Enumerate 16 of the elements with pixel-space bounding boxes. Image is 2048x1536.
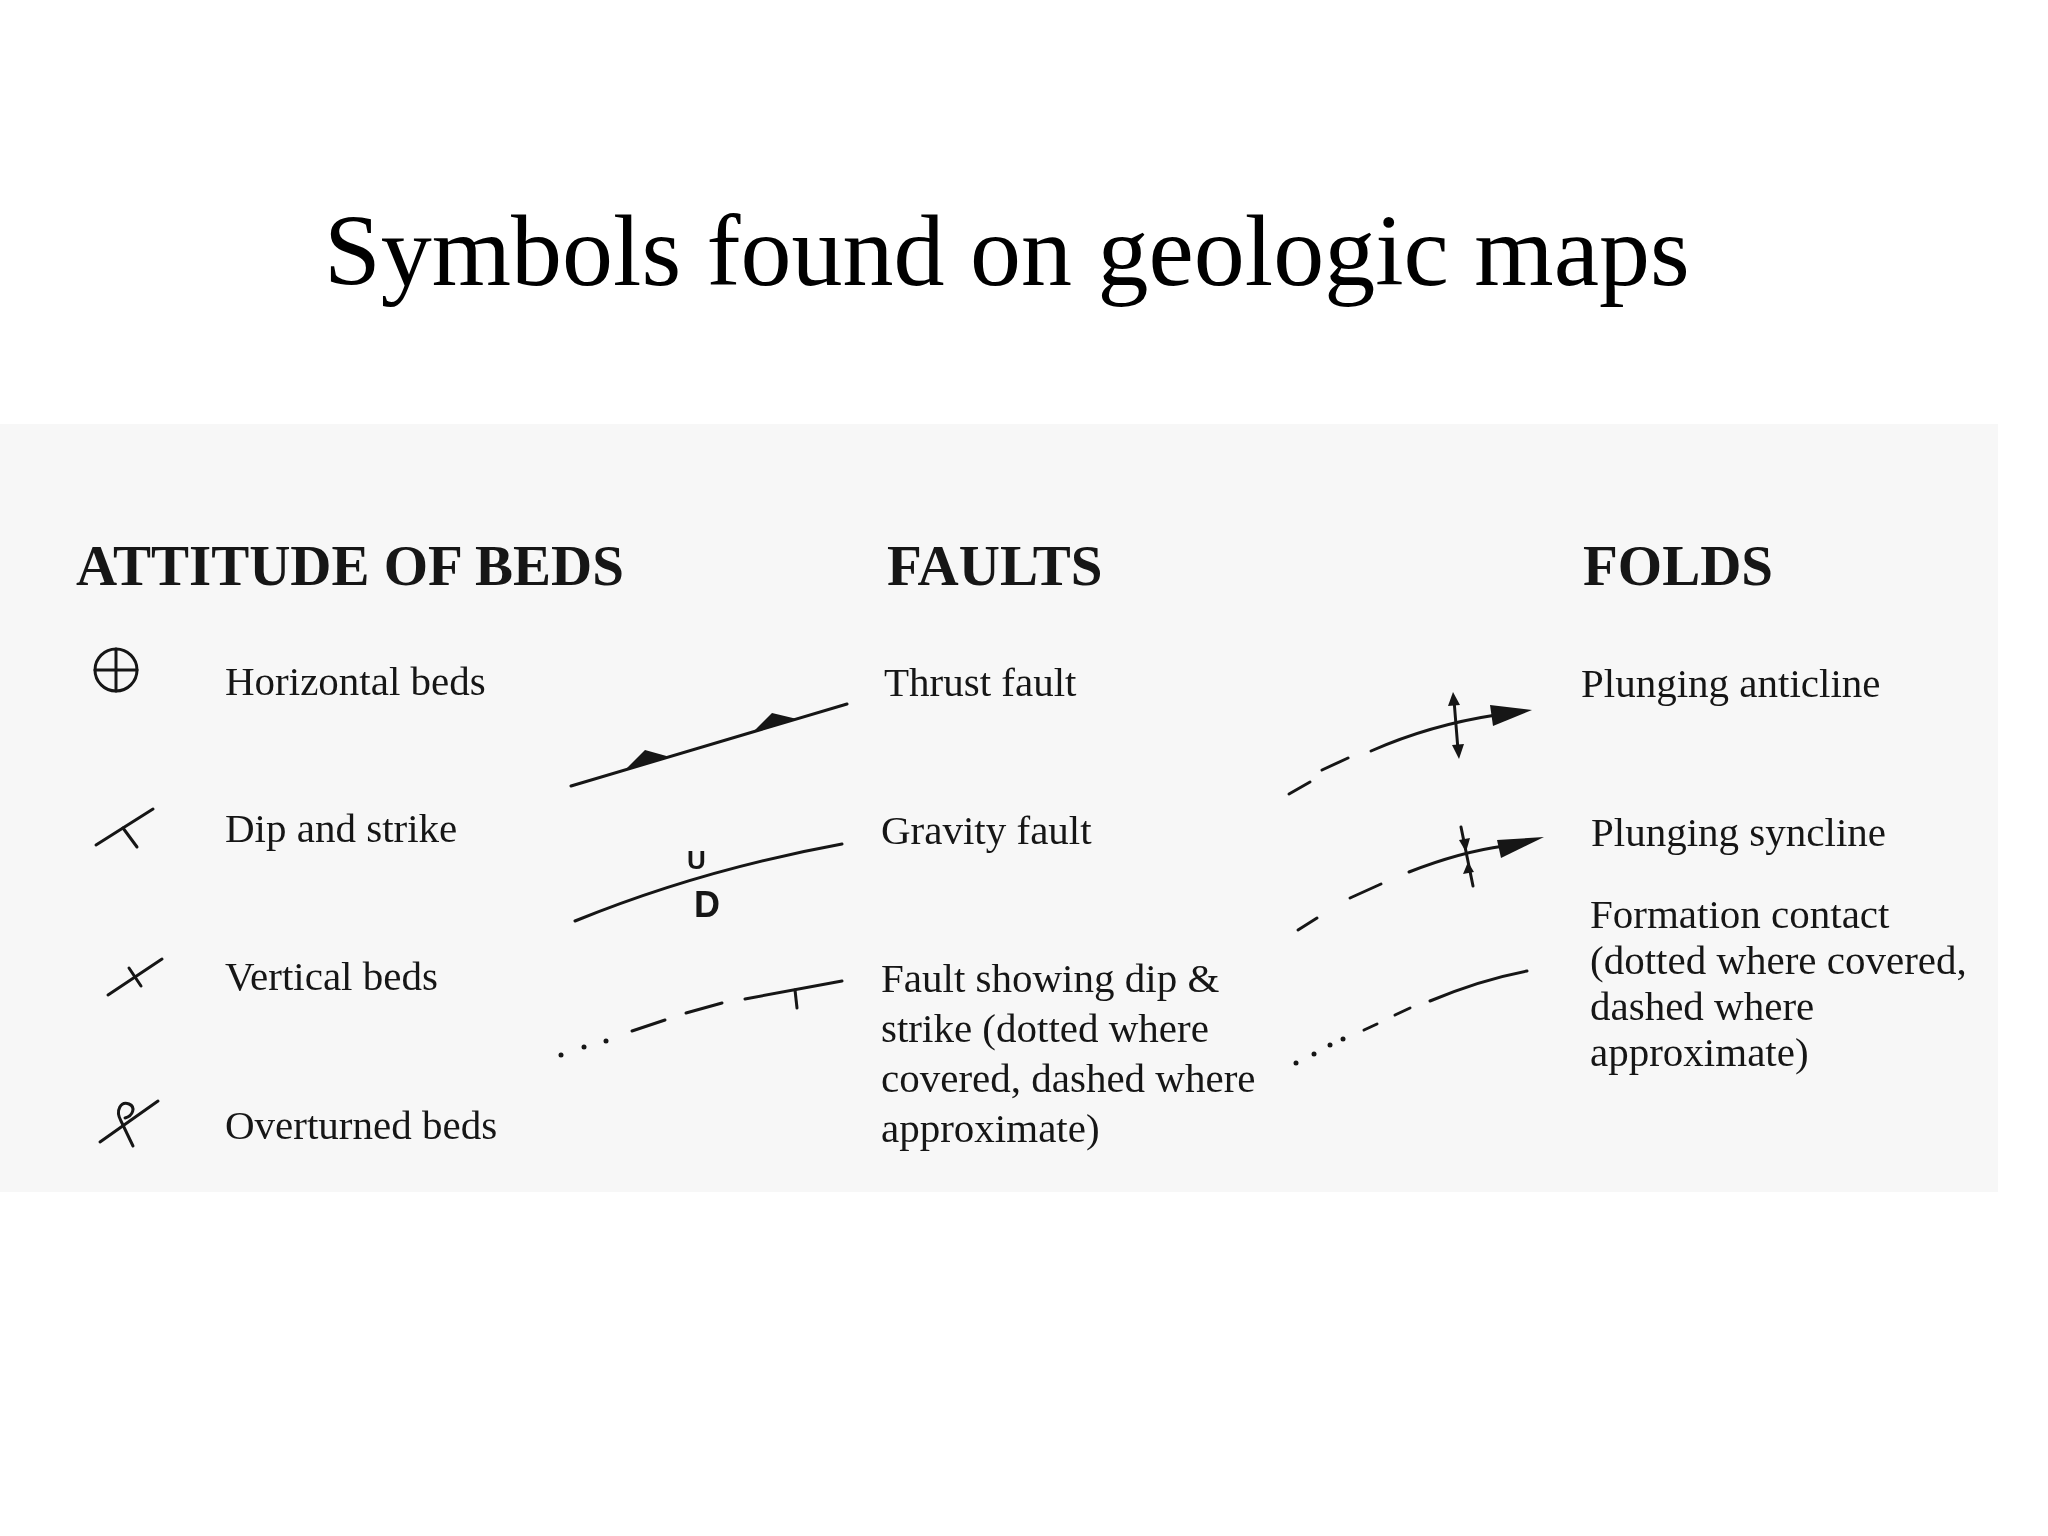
- fault-side-label: U: [687, 847, 706, 873]
- section-heading: FAULTS: [887, 533, 1103, 599]
- diagram-title: Symbols found on geologic maps: [324, 193, 1690, 309]
- legend-label: Fault showing dip & strike (dotted where covered, dashed where approximate): [881, 954, 1257, 1153]
- legend-label: Vertical beds: [225, 952, 438, 1001]
- legend-label: Gravity fault: [881, 806, 1092, 855]
- section-heading: FOLDS: [1583, 533, 1774, 599]
- legend-label: Formation contact (dotted where covered, dashed where approximate): [1590, 891, 1968, 1075]
- legend-label: Plunging anticline: [1581, 659, 1881, 708]
- legend-label: Dip and strike: [225, 804, 458, 853]
- section-heading: ATTITUDE OF BEDS: [76, 533, 624, 599]
- legend-label: Horizontal beds: [225, 657, 486, 706]
- fault-side-label: D: [694, 887, 720, 923]
- legend-label: Overturned beds: [225, 1101, 498, 1150]
- legend-label: Thrust fault: [884, 658, 1077, 707]
- legend-label: Plunging syncline: [1591, 808, 1886, 857]
